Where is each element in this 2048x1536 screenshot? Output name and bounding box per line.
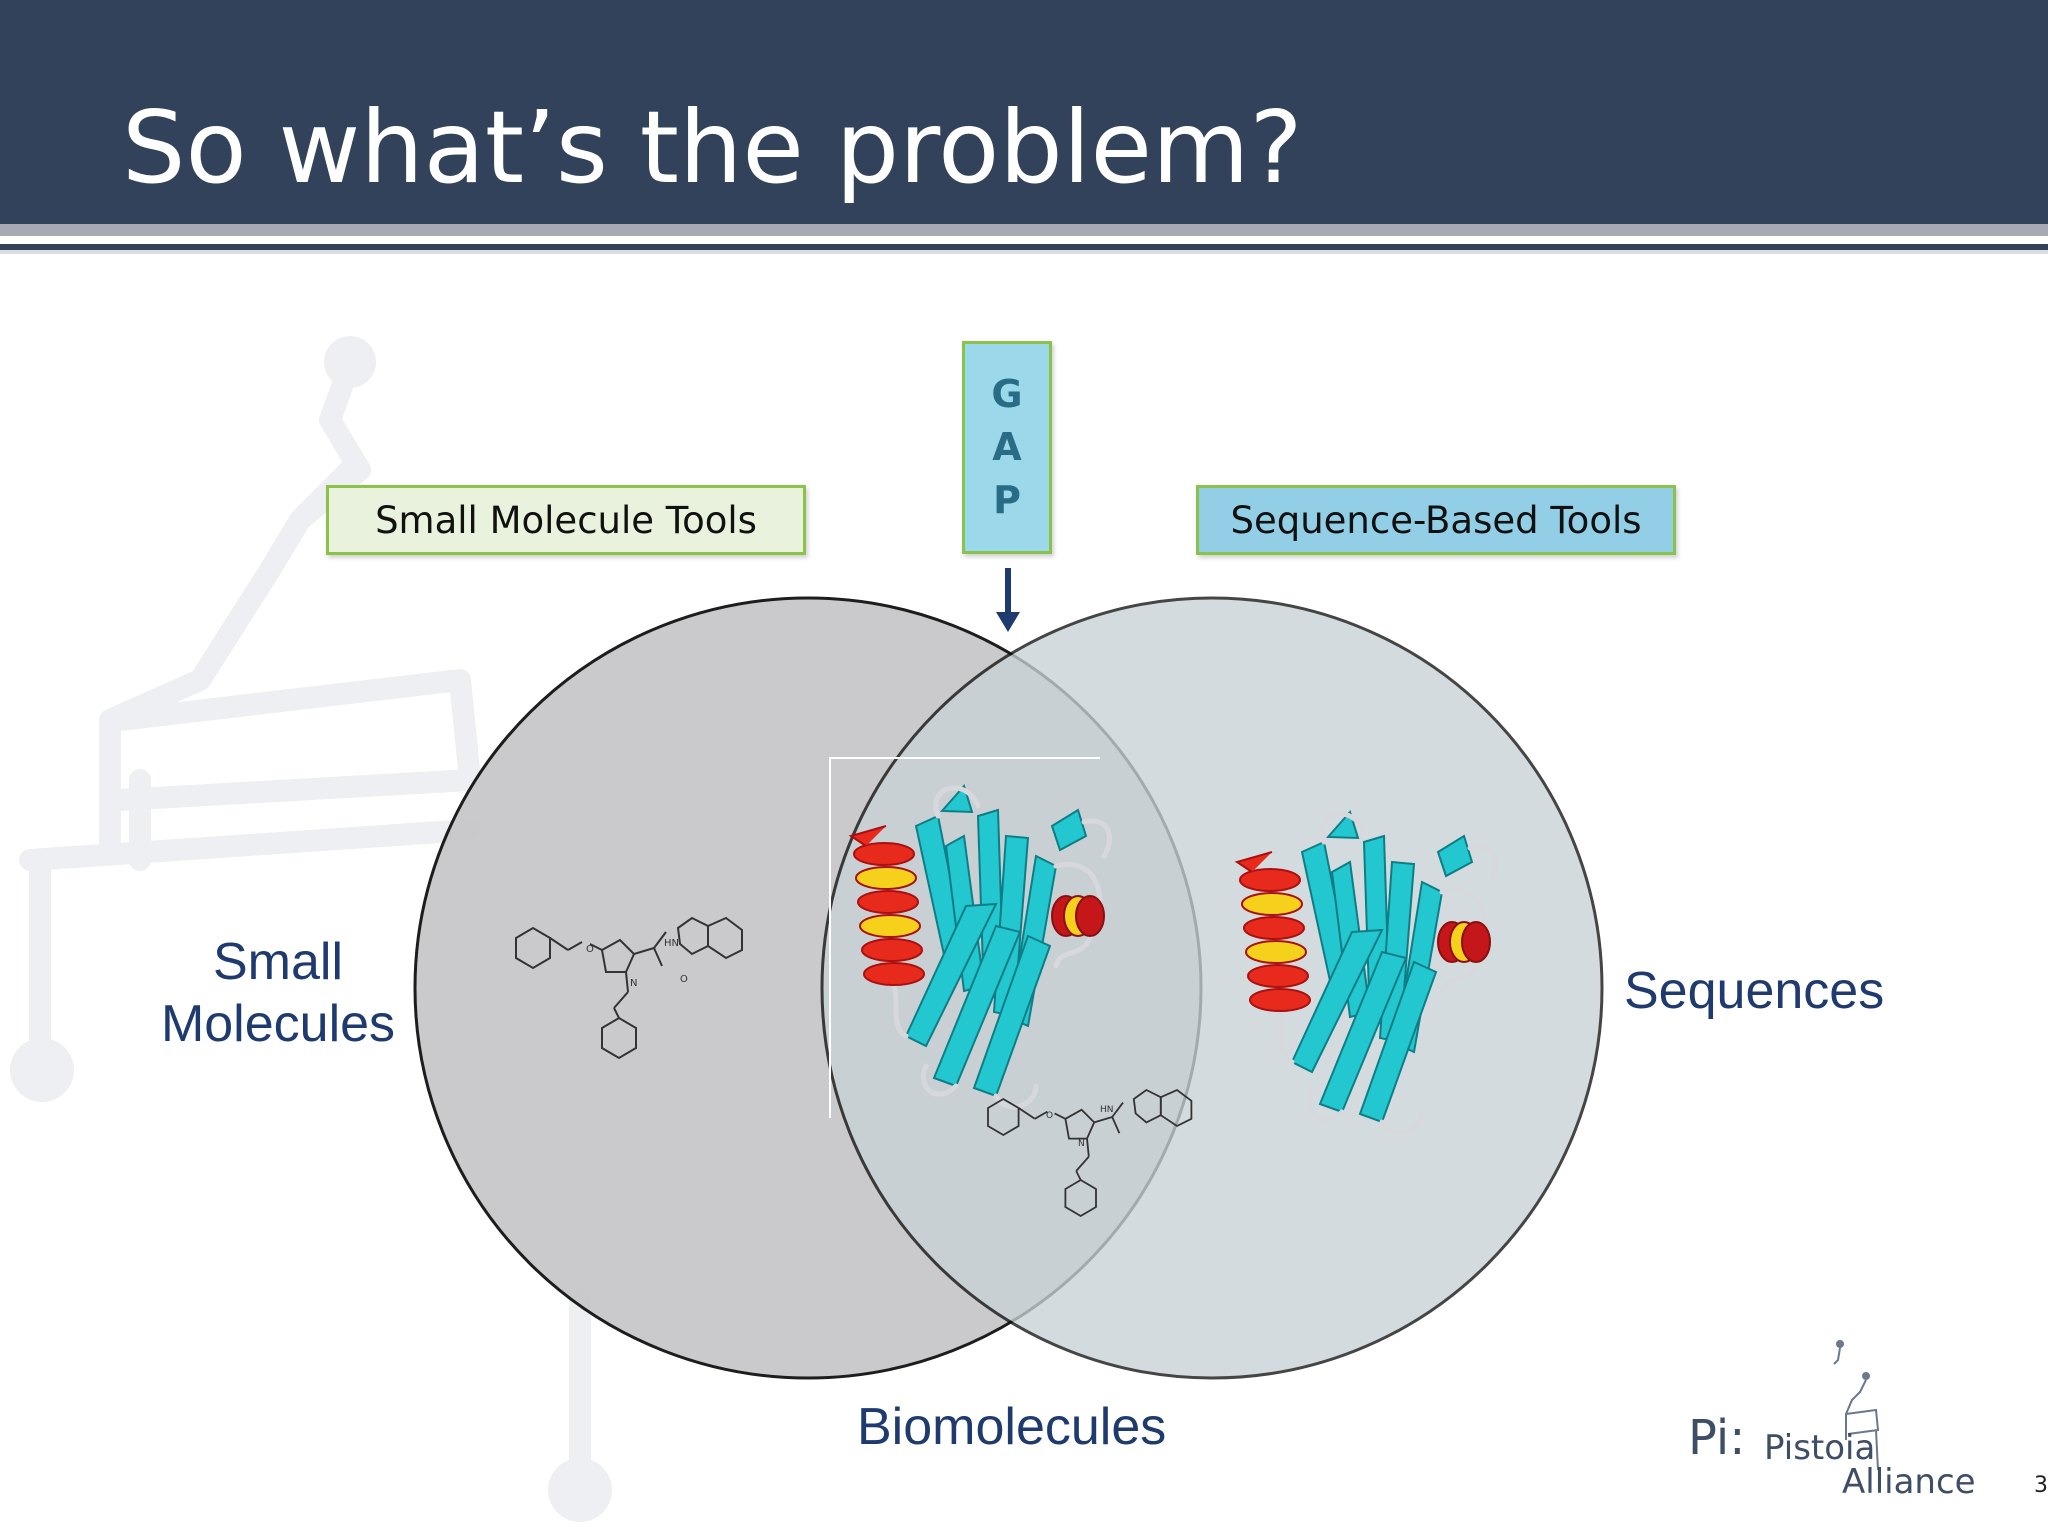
gap-box: G A P	[962, 341, 1052, 554]
small-molecules-label-line1: Small	[212, 933, 344, 991]
sequence-based-tools-label: Sequence-Based Tools	[1230, 498, 1642, 542]
logo-word-alliance: Alliance	[1842, 1462, 1976, 1502]
sequence-based-tools-box: Sequence-Based Tools	[1196, 485, 1676, 555]
gap-letter-g: G	[991, 372, 1023, 416]
slide-number: 3	[2034, 1473, 2048, 1498]
header-divider	[0, 224, 2048, 254]
sequences-label: Sequences	[1624, 962, 1885, 1020]
gap-letter-p: P	[993, 478, 1021, 522]
small-molecule-tools-box: Small Molecule Tools	[326, 485, 806, 555]
small-molecule-tools-label: Small Molecule Tools	[375, 498, 757, 542]
gap-letter-a: A	[992, 425, 1022, 469]
down-arrow-icon	[996, 568, 1020, 632]
logo-fragment-text: Pi:	[1688, 1410, 1746, 1466]
logo-word-pistoia: Pistoia	[1764, 1428, 1876, 1468]
biomolecules-label: Biomolecules	[857, 1398, 1167, 1456]
small-molecules-label-line2: Molecules	[160, 995, 396, 1053]
sequences-circle	[820, 596, 1604, 1380]
pistoia-logo-icon	[1833, 1340, 1880, 1471]
small-molecules-label: Small Molecules	[160, 931, 396, 1055]
slide-title: So what’s the problem?	[122, 89, 1303, 206]
title-bar	[0, 0, 2048, 224]
